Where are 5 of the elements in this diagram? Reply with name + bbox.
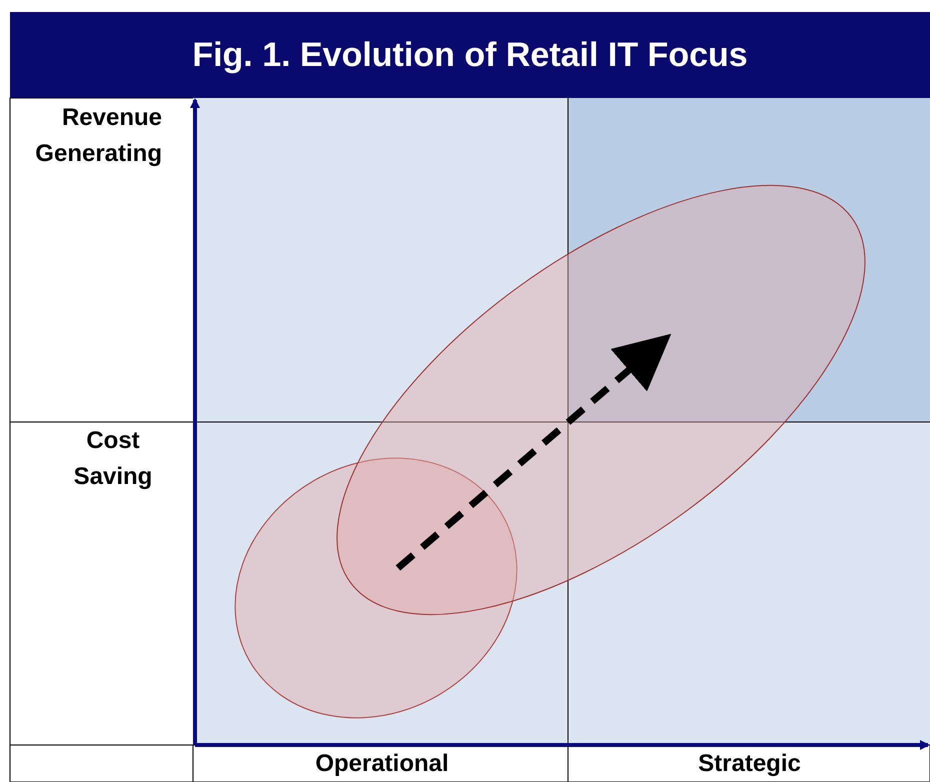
axis-label: Cost Saving [72, 426, 154, 492]
axis-label: Operational [314, 749, 450, 779]
axis-label: Revenue Generating [34, 103, 162, 169]
title: Fig. 1. Evolution of Retail IT Focus [10, 12, 930, 98]
axis-label: Strategic [697, 749, 802, 779]
